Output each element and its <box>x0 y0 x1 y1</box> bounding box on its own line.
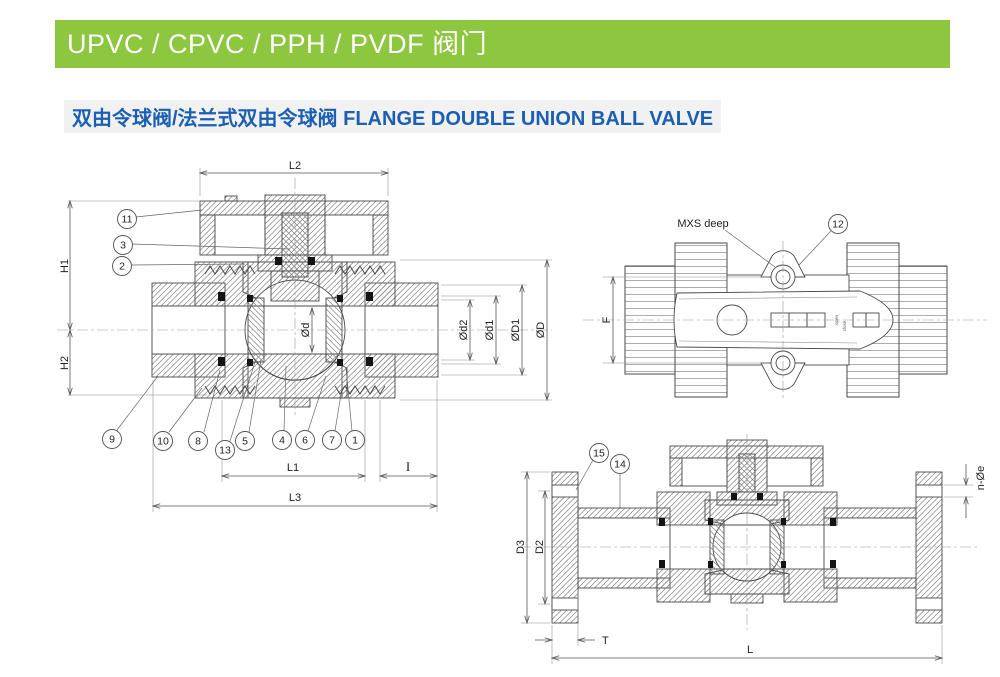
subtitle-english: FLANGE DOUBLE UNION BALL VALVE <box>343 108 714 130</box>
o-ring-seals <box>218 292 373 366</box>
callout-12: 12 <box>832 219 844 231</box>
handle-open-label: open <box>834 314 839 325</box>
callout-5: 5 <box>242 436 248 448</box>
mxs-deep-label: MXS deep <box>677 218 728 230</box>
part-callouts: 15 14 <box>575 443 630 509</box>
callout-14: 14 <box>614 459 626 471</box>
flanged-view-drawing: D3 D2 T L n-Øe 15 14 <box>515 434 987 664</box>
dimensions: F <box>601 277 769 363</box>
dim-label-L2: L2 <box>289 160 301 172</box>
dim-label-L1: L1 <box>287 462 299 474</box>
callout-6: 6 <box>302 435 308 447</box>
dim-label-d: Ød <box>300 323 312 338</box>
callout-15: 15 <box>593 448 605 460</box>
handle-close-label: close <box>842 320 847 331</box>
part-callouts: 11 3 2 9 10 8 13 5 4 6 7 1 <box>102 209 365 460</box>
subtitle-chinese: 双由令球阀/法兰式双由令球阀 <box>72 108 338 130</box>
dim-label-L: L <box>747 644 753 656</box>
callout-4: 4 <box>279 435 285 447</box>
page-subtitle: 双由令球阀/法兰式双由令球阀 FLANGE DOUBLE UNION BALL … <box>64 100 722 133</box>
page-title: UPVC / CPVC / PPH / PVDF 阀门 <box>67 29 488 59</box>
dim-label-H2: H2 <box>59 356 71 370</box>
callout-1: 1 <box>352 435 358 447</box>
callout-10: 10 <box>157 436 169 448</box>
top-view-drawing: open close F MXS deep 12 <box>583 214 987 399</box>
valve-body-section <box>151 261 439 408</box>
callout-3: 3 <box>120 240 126 252</box>
dim-label-l: I <box>406 459 410 474</box>
dim-label-D: ØD <box>535 322 547 339</box>
dim-label-D2: D2 <box>534 540 546 554</box>
dim-label-T: T <box>602 635 609 647</box>
callout-9: 9 <box>109 434 115 446</box>
sectional-view-drawing: L2 H1 H2 Ød Ød2 Ød1 ØD1 ØD <box>57 160 552 512</box>
dimensions: L2 H1 H2 Ød Ød2 Ød1 ØD1 ØD <box>59 160 552 512</box>
dim-label-D3: D3 <box>515 540 527 554</box>
dim-label-d1: Ød1 <box>484 320 496 341</box>
dim-label-D1: ØD1 <box>510 319 522 342</box>
callout-13: 13 <box>219 445 231 457</box>
callout-2: 2 <box>119 261 125 273</box>
callout-7: 7 <box>329 435 335 447</box>
dim-label-L3: L3 <box>289 492 301 504</box>
flanged-valve-section <box>551 439 943 624</box>
dim-label-F: F <box>601 316 613 323</box>
callout-8: 8 <box>195 436 201 448</box>
header-bar: UPVC / CPVC / PPH / PVDF 阀门 <box>55 20 950 68</box>
dim-label-n-e: n-Øe <box>975 466 987 490</box>
callout-11: 11 <box>122 214 133 226</box>
dim-label-d2: Ød2 <box>458 320 470 341</box>
annotations: MXS deep 12 <box>677 214 848 268</box>
dim-label-H1: H1 <box>59 259 71 273</box>
dimensions: D3 D2 T L n-Øe <box>515 464 987 664</box>
